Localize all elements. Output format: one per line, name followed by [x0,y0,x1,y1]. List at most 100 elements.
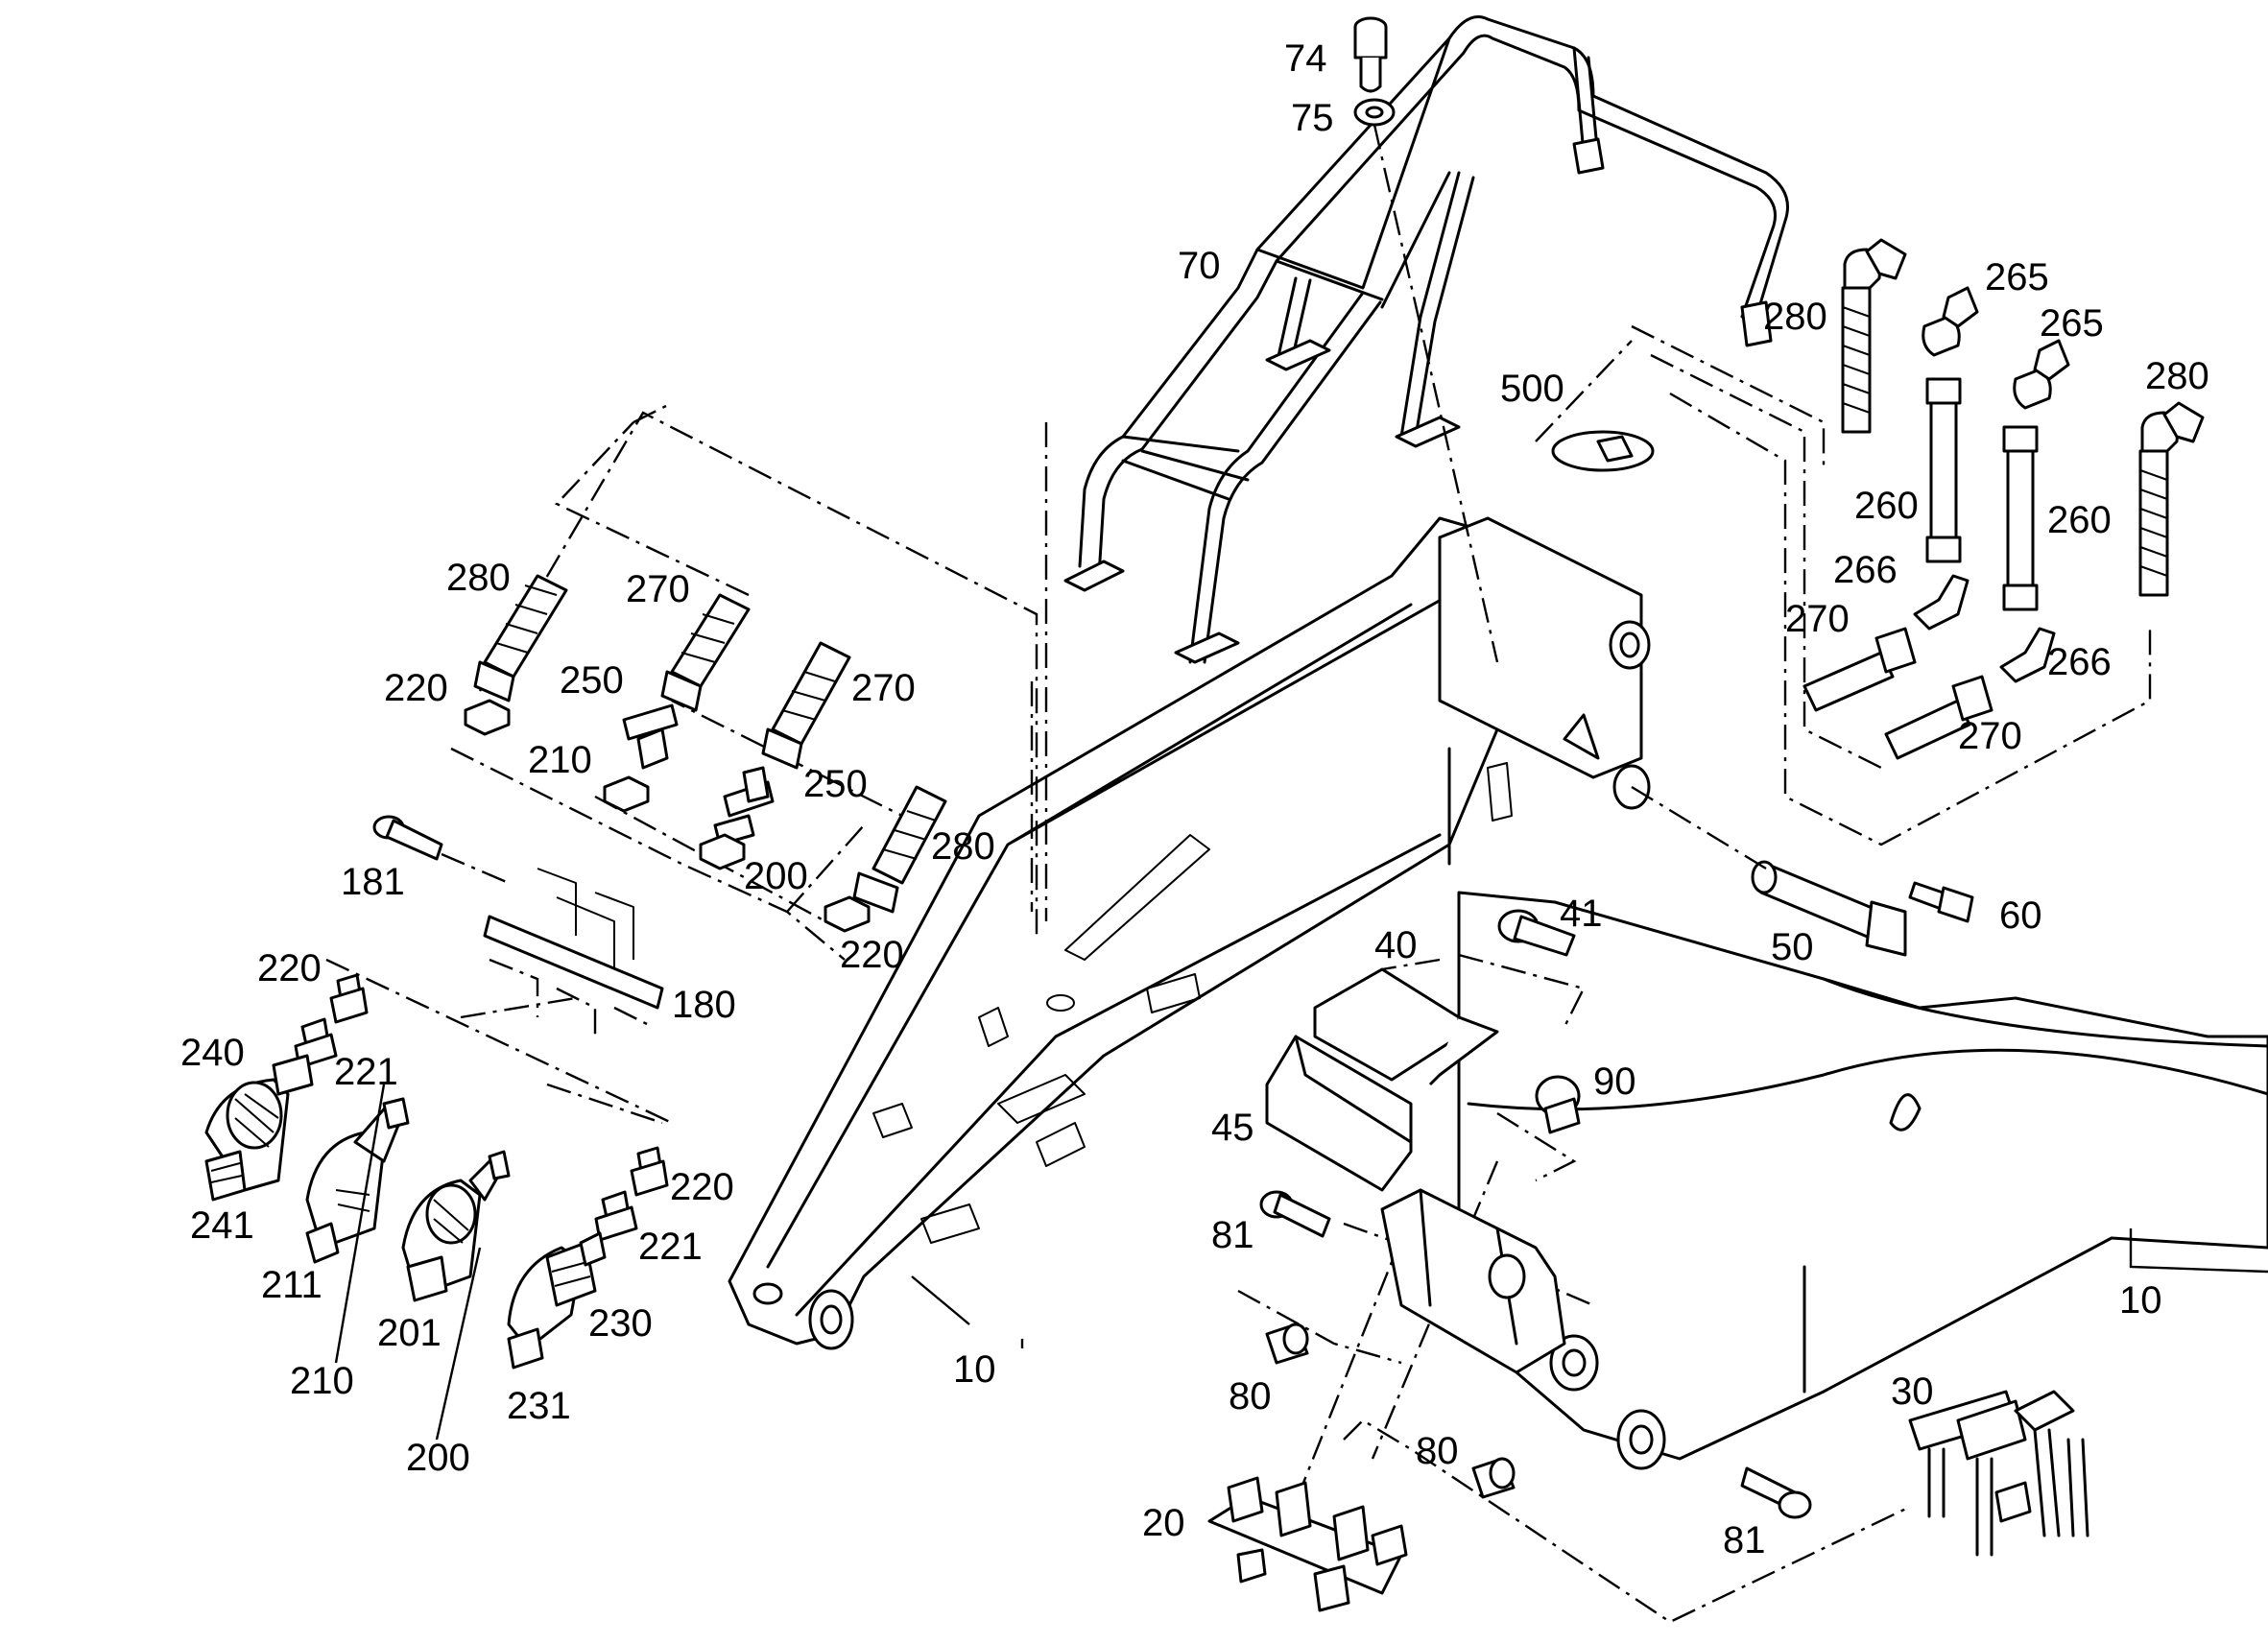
callout-labels: 74 75 70 280 265 265 280 500 260 260 266… [180,37,2209,1561]
assembly-line [441,852,510,885]
assembly-line [325,958,673,1125]
assembly-line [1381,953,1586,1028]
callout-280: 280 [2145,355,2209,397]
bolt-part-60 [1908,881,1974,923]
hose-part-270-left-b [761,641,851,770]
assembly-line [1284,1160,1594,1527]
nut-part-220-b [824,895,871,933]
callout-80: 80 [1416,1430,1459,1472]
callout-230: 230 [588,1302,653,1345]
callout-270: 270 [851,667,916,709]
bushing-part-80-b [1471,1457,1516,1499]
callout-221: 221 [638,1226,703,1268]
sensor-part-241 [204,1150,247,1202]
pin-part-50 [1751,860,1907,957]
hose-assembly-part-30 [1908,1390,2089,1557]
callout-50: 50 [1771,926,1814,968]
assembly-line [450,747,865,961]
callout-210: 210 [290,1360,354,1402]
switch-part-231 [507,1327,544,1370]
elbow-part-266-b [1999,627,2056,683]
cover-part-45 [1265,1035,1413,1192]
callout-60: 60 [1999,894,2042,937]
callout-181: 181 [341,861,405,903]
elbow-part-265-b [2013,339,2070,410]
bolt-part-74 [1353,16,1388,93]
callout-280: 280 [931,825,995,868]
sensor-part-211 [305,1222,340,1264]
bracket-part-180 [483,868,664,1010]
cover-part-40 [1313,967,1499,1086]
callout-90: 90 [1593,1060,1636,1103]
callout-270: 270 [1958,715,2022,757]
hose-part-270-left-a [660,593,751,712]
callout-231: 231 [507,1385,571,1427]
hose-part-280-left-a [473,574,568,703]
bolt-part-81-a [1259,1190,1331,1238]
tee-part-250-b [713,766,775,846]
nut-part-210-a [603,775,650,813]
sensor-part-201 [406,1255,448,1302]
callout-250: 250 [560,659,624,702]
switch-part-230 [507,1231,607,1350]
callout-180: 180 [672,984,736,1026]
leader-lines [334,1084,2268,1441]
hose-part-280-right-a [1841,238,1907,434]
callout-210: 210 [528,739,592,781]
sensor-part-210 [305,1097,410,1250]
tee-part-250-a [622,703,679,770]
callout-250: 250 [803,763,868,805]
assembly-line [1631,785,1767,870]
bolt-part-181 [372,815,443,861]
fitting-part-220-d [630,1146,669,1197]
assembly-line [1535,340,1633,442]
hose-part-280-right-b [2138,401,2205,597]
callout-265: 265 [1985,256,2049,298]
assembly-line [1030,422,1048,921]
callout-280: 280 [446,557,511,599]
callout-75: 75 [1291,97,1334,139]
fitting-part-221-b [594,1190,638,1242]
callout-260: 260 [1854,485,1919,527]
nut-part-220-a [464,699,511,736]
nut-part-200-a [699,833,746,870]
elbow-part-265-a [1922,286,1979,357]
callout-45: 45 [1211,1107,1254,1149]
callout-81: 81 [1211,1214,1254,1256]
assembly-line [1373,124,1499,663]
callout-270: 270 [626,568,690,610]
callout-10: 10 [2119,1279,2162,1322]
washer-part-75 [1353,98,1396,127]
callout-200: 200 [406,1437,470,1479]
callout-220: 220 [384,667,448,709]
assembly-line [1496,1111,1577,1182]
callout-200: 200 [744,855,808,897]
callout-266: 266 [1833,549,1898,591]
boom-part-10 [728,516,2268,1470]
callout-266: 266 [2047,641,2112,683]
callout-265: 265 [2040,302,2104,345]
callout-240: 240 [180,1032,245,1074]
callout-20: 20 [1142,1502,1185,1544]
fitting-part-220-c [329,973,369,1024]
bushing-part-80-a [1265,1322,1309,1365]
callout-41: 41 [1560,893,1603,935]
railing-part-70 [1063,15,1789,664]
callout-81: 81 [1723,1519,1766,1561]
callout-500: 500 [1500,368,1564,410]
callout-220: 220 [670,1166,734,1208]
callout-201: 201 [377,1312,442,1354]
tube-part-260-b [2002,425,2039,611]
plug-part-90 [1535,1075,1581,1134]
callout-74: 74 [1284,37,1327,80]
bolt-part-81-b [1740,1466,1812,1519]
hose-part-270-right-a [1802,627,1917,712]
assembly-line [1631,324,2152,846]
callout-220: 220 [840,934,904,976]
valve-block-part-20 [1207,1476,1408,1612]
callout-70: 70 [1178,245,1221,287]
tube-part-260-a [1925,377,1962,563]
callout-221: 221 [334,1051,398,1093]
callout-80: 80 [1229,1375,1272,1418]
elbow-part-266-a [1913,574,1970,631]
